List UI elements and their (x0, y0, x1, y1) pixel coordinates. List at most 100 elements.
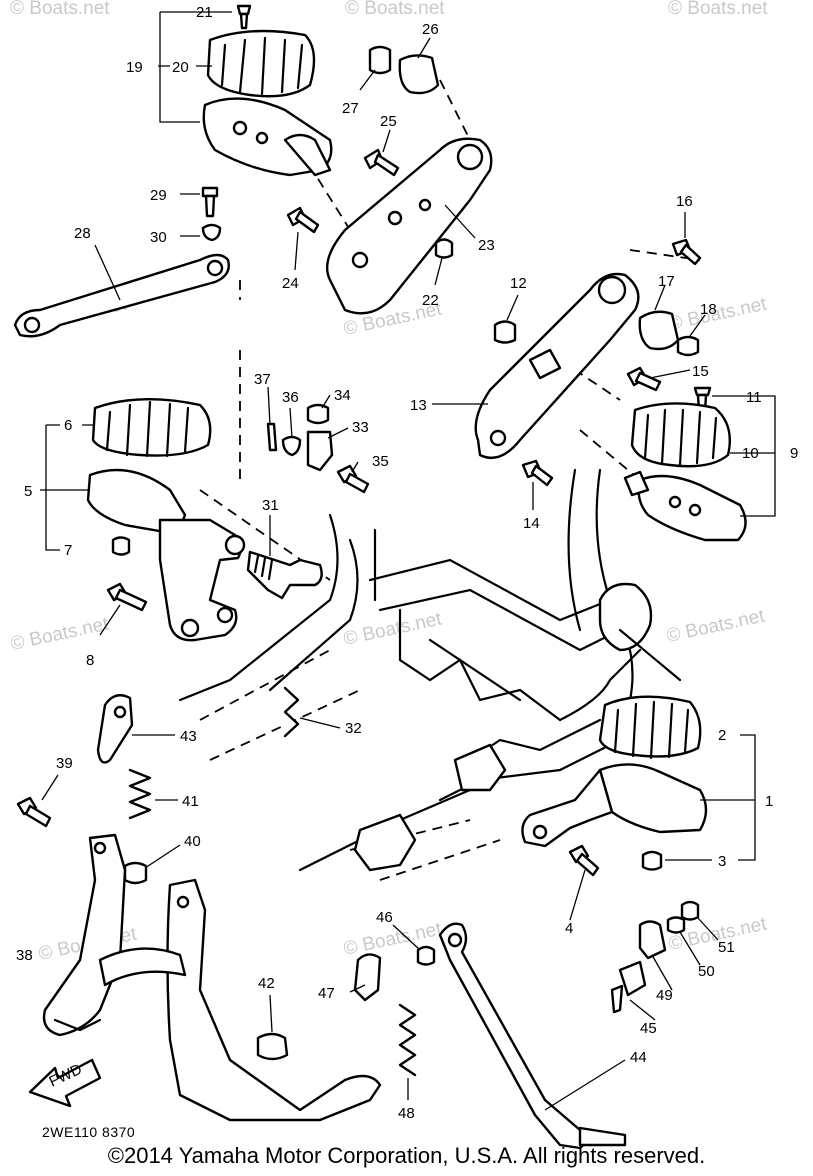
bracket-plate (325, 137, 493, 315)
washer (666, 916, 686, 934)
nut (306, 403, 330, 425)
callout-45: 45 (640, 1020, 657, 1037)
callout-34: 34 (334, 387, 351, 404)
main-stand (42, 833, 382, 1122)
callout-37: 37 (254, 371, 271, 388)
front-footrest-left (86, 397, 370, 642)
callout-18: 18 (700, 301, 717, 318)
switch (618, 960, 647, 997)
watermark: © Boats.net (668, 0, 768, 19)
callout-35: 35 (372, 453, 389, 470)
callout-23: 23 (478, 237, 495, 254)
callout-49: 49 (656, 987, 673, 1004)
callout-3: 3 (718, 853, 726, 870)
nut (680, 900, 700, 921)
callout-51: 51 (718, 939, 735, 956)
joint (306, 430, 334, 472)
callout-14: 14 (523, 515, 540, 532)
spring (283, 686, 300, 738)
callout-19: 19 (126, 59, 143, 76)
callout-17: 17 (658, 273, 675, 290)
diagram-code: 2WE110 8370 (42, 1124, 136, 1140)
callout-numbers: 1 2 3 4 5 6 7 8 9 10 11 12 13 14 15 16 1… (16, 4, 798, 1122)
callout-27: 27 (342, 100, 359, 117)
callout-38: 38 (16, 947, 33, 964)
callout-12: 12 (510, 275, 527, 292)
callout-39: 39 (56, 755, 73, 772)
callout-50: 50 (698, 963, 715, 980)
nut (111, 536, 131, 556)
callout-47: 47 (318, 985, 335, 1002)
watermark: © Boats.net (10, 0, 110, 19)
callout-33: 33 (352, 419, 369, 436)
callout-25: 25 (380, 113, 397, 130)
passenger-footrest-assembly-left (13, 4, 333, 338)
watermark: © Boats.net (342, 609, 444, 650)
callout-11: 11 (746, 389, 762, 406)
collar (368, 45, 392, 75)
callout-15: 15 (692, 363, 709, 380)
callout-31: 31 (262, 497, 279, 514)
callout-6: 6 (64, 417, 72, 434)
plate (96, 694, 134, 764)
callout-13: 13 (410, 397, 427, 414)
callout-44: 44 (630, 1049, 647, 1066)
leader-lines (40, 11, 776, 1111)
collar (493, 320, 517, 344)
damper (638, 310, 680, 351)
washer (281, 435, 302, 457)
callout-10: 10 (742, 445, 759, 462)
callout-9: 9 (790, 445, 798, 462)
side-stand (353, 900, 700, 1150)
callout-26: 26 (422, 21, 439, 38)
nut (676, 335, 700, 357)
screw (693, 386, 712, 397)
callout-41: 41 (182, 793, 199, 810)
stopper (256, 1032, 289, 1061)
watermark: © Boats.net (345, 0, 445, 19)
callout-2: 2 (718, 727, 726, 744)
damper (398, 54, 440, 95)
footrest-rubber (598, 695, 702, 758)
callout-22: 22 (422, 292, 439, 309)
footrest-body (598, 763, 708, 834)
footrest-rubber (91, 397, 212, 457)
nut (641, 850, 663, 871)
nut (434, 238, 454, 259)
callout-30: 30 (150, 229, 167, 246)
callout-32: 32 (345, 720, 362, 737)
callout-7: 7 (64, 542, 72, 559)
plate (353, 953, 382, 1002)
callout-20: 20 (172, 59, 189, 76)
front-footrest-right (521, 695, 708, 877)
footrest-rubber (206, 29, 316, 98)
nut (416, 945, 436, 966)
watermark: © Boats.net (667, 294, 769, 335)
pin (266, 422, 278, 452)
plate (638, 920, 667, 960)
spring (128, 768, 152, 820)
watermark: © Boats.net (665, 606, 767, 647)
callout-40: 40 (184, 833, 201, 850)
callout-28: 28 (74, 225, 91, 242)
shaft (246, 550, 323, 600)
callout-8: 8 (86, 652, 94, 669)
bolt (201, 186, 219, 198)
fwd-arrow: FWD (28, 1058, 102, 1108)
callout-1: 1 (765, 793, 773, 810)
callout-48: 48 (398, 1105, 415, 1122)
callout-21: 21 (196, 4, 213, 21)
rear-bracket-left (286, 45, 493, 315)
callout-5: 5 (24, 483, 32, 500)
watermark: © Boats.net (9, 614, 111, 655)
callout-36: 36 (282, 389, 299, 406)
rear-bracket-right (474, 238, 747, 542)
washer (201, 223, 222, 242)
callout-46: 46 (376, 909, 393, 926)
callout-4: 4 (565, 920, 573, 937)
callout-29: 29 (150, 187, 167, 204)
copyright-notice: ©2014 Yamaha Motor Corporation, U.S.A. A… (107, 1143, 706, 1168)
stand-hardware-left (16, 686, 300, 1061)
callout-42: 42 (258, 975, 275, 992)
